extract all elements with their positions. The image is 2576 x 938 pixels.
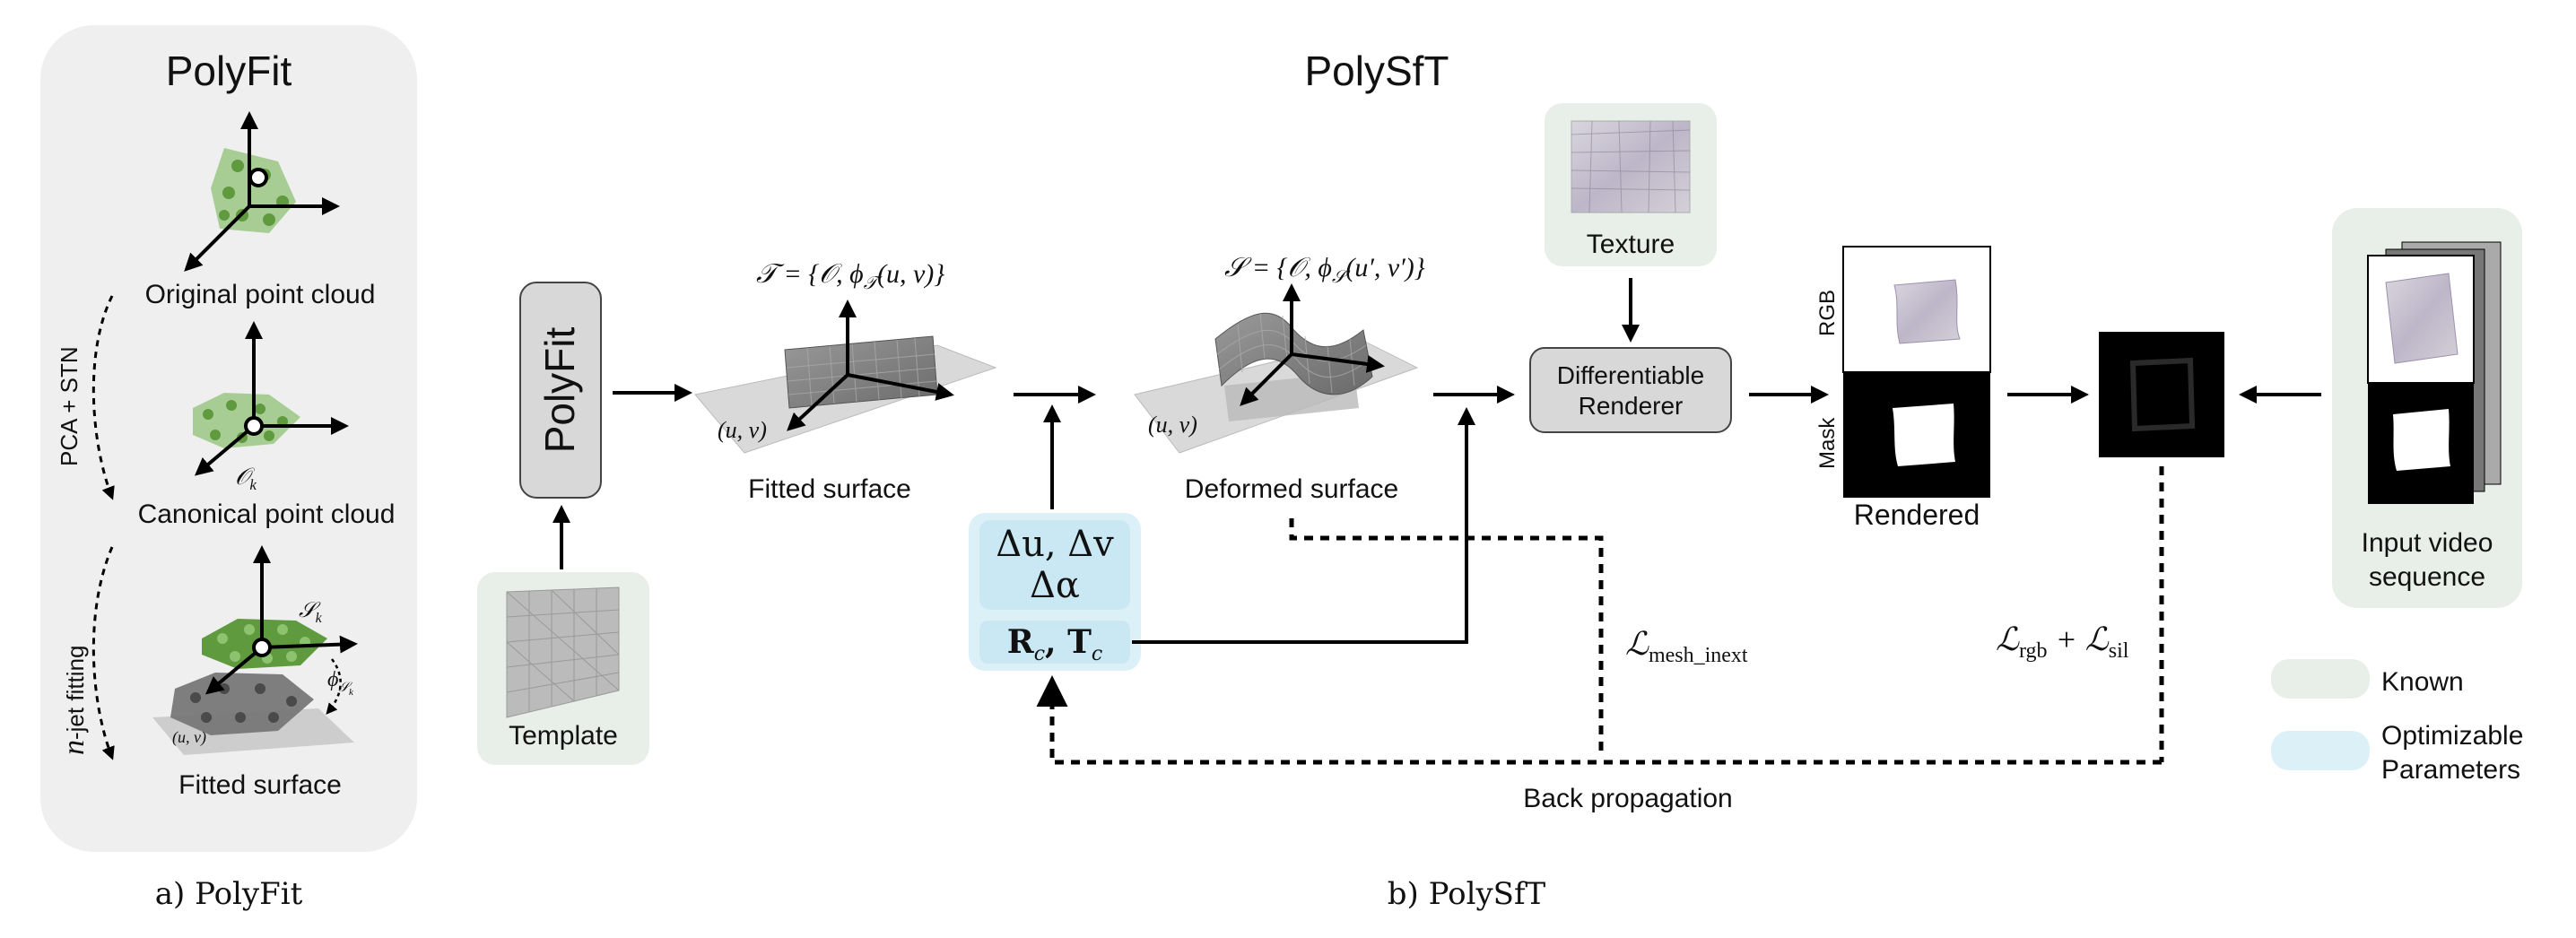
- deformed-surface-diagram: [1134, 283, 1419, 454]
- params-line1: Δu, Δv: [996, 524, 1114, 565]
- texture-image: [1571, 120, 1691, 213]
- params-line3: Rc, Tc: [1007, 623, 1102, 665]
- polysft-caption: b) PolySfT: [1388, 876, 1546, 912]
- legend-optimizable-line1: Optimizable: [2381, 721, 2523, 751]
- canonical-point-cloud-label: Canonical point cloud: [138, 499, 396, 529]
- renderer-line2: Renderer: [1579, 392, 1684, 420]
- rendered-rgb-frame: [1842, 246, 1991, 373]
- legend-known-swatch: [2271, 659, 2370, 699]
- fitted-formula: 𝒯 = {𝒪, ϕ𝒯(u, v)}: [756, 259, 944, 293]
- pca-stn-arrow: [91, 295, 115, 500]
- deformed-axis-x: [1291, 352, 1385, 373]
- template-mesh-lines: [506, 588, 620, 712]
- polyfit-fitted-surface-diagram: 𝒮k ϕ𝒮k (u, v): [152, 545, 358, 755]
- fitted-origin: [252, 638, 272, 657]
- loss-image: [2099, 332, 2224, 457]
- fitted-axis-x: [261, 635, 358, 654]
- deformed-formula: 𝒮 = {𝒪, ϕ𝒮(u′, v′)}: [1224, 253, 1425, 287]
- polyfit-module-label: PolyFit: [536, 326, 583, 453]
- fitted-surface-grid: [786, 337, 937, 407]
- original-axis-y: [184, 204, 251, 272]
- fitted-axis-y: [787, 373, 849, 431]
- canonical-origin: [244, 416, 264, 436]
- rendered-mask-image: [1893, 404, 1955, 466]
- original-point-cloud-label: Original point cloud: [145, 280, 376, 309]
- fitted-surface-plane: [784, 335, 938, 409]
- legend-optimizable-swatch: [2271, 731, 2370, 770]
- mask-axis-label: Mask: [1815, 417, 1840, 469]
- input-mask-image: [2393, 409, 2450, 471]
- loss-mesh-inext: ℒmesh_inext: [1625, 626, 1748, 667]
- polysft-title: PolySfT: [1304, 48, 1449, 94]
- input-label-line1: Input video: [2362, 528, 2493, 558]
- pca-stn-label: PCA + STN: [56, 346, 83, 466]
- fitted-surface-diagram: [694, 300, 997, 454]
- input-label-line2: sequence: [2369, 562, 2485, 592]
- original-cloud-shape: [211, 148, 296, 233]
- rendered-label: Rendered: [1854, 499, 1980, 531]
- njet-label: n-jet fitting: [57, 646, 91, 756]
- deformed-uv-label: (u, v): [1148, 412, 1197, 438]
- original-point-cloud-diagram: [184, 111, 340, 272]
- texture-label: Texture: [1587, 230, 1675, 259]
- polyfit-fitted-surface-label: Fitted surface: [178, 770, 342, 800]
- canonical-axis-y: [194, 424, 256, 476]
- template-mesh: [506, 586, 620, 718]
- fitted-uv-label: (u, v): [718, 417, 767, 443]
- loss-image-outline: [2129, 357, 2196, 432]
- legend-known-label: Known: [2381, 667, 2464, 697]
- legend: Known Optimizable Parameters: [2271, 659, 2523, 785]
- params-inner-bottom: [979, 621, 1130, 664]
- fitted-surface-label: Fitted surface: [748, 474, 911, 504]
- fitted-axis-x: [847, 373, 954, 401]
- backprop-label: Back propagation: [1523, 784, 1733, 813]
- fitted-axis-y: [205, 646, 264, 695]
- polyfit-panel-title: PolyFit: [166, 48, 292, 94]
- input-rgb-image: [2385, 273, 2459, 364]
- backprop-dashed-line: [1036, 675, 2162, 765]
- fitted-green-dots: [217, 624, 310, 664]
- polyfit-caption: a) PolyFit: [155, 876, 303, 912]
- polyfit-panel: PolyFit Original point cloud PCA + STN: [40, 25, 417, 852]
- original-origin: [248, 168, 268, 187]
- params-inner-top: [979, 520, 1130, 610]
- rgb-axis-label: RGB: [1815, 290, 1840, 336]
- njet-arrow: [91, 546, 115, 760]
- texture-pattern: [1571, 120, 1691, 213]
- canonical-point-cloud-diagram: 𝒪k: [193, 321, 349, 493]
- legend-optimizable-line2: Parameters: [2381, 755, 2520, 785]
- renderer-line1: Differentiable: [1557, 361, 1704, 389]
- loss-rgb-sil: ℒrgb + ℒsil: [1996, 621, 2129, 663]
- mesh-loss-dashed-line: [1289, 518, 1604, 758]
- polyfit-uv-label: (u, v): [172, 728, 206, 747]
- renderer-box: [1529, 347, 1732, 433]
- deformed-surface-label: Deformed surface: [1185, 474, 1398, 504]
- params-line2: Δα: [1030, 565, 1080, 606]
- fitted-gray-dots: [190, 683, 297, 723]
- template-label: Template: [509, 721, 618, 751]
- deformed-axis-y: [1240, 352, 1293, 406]
- polyfit-module-box: [519, 282, 602, 499]
- phi-arrow: [326, 658, 342, 715]
- rendered-rgb-image: [1893, 279, 1961, 344]
- pose-to-renderer-arrow: [1132, 407, 1475, 644]
